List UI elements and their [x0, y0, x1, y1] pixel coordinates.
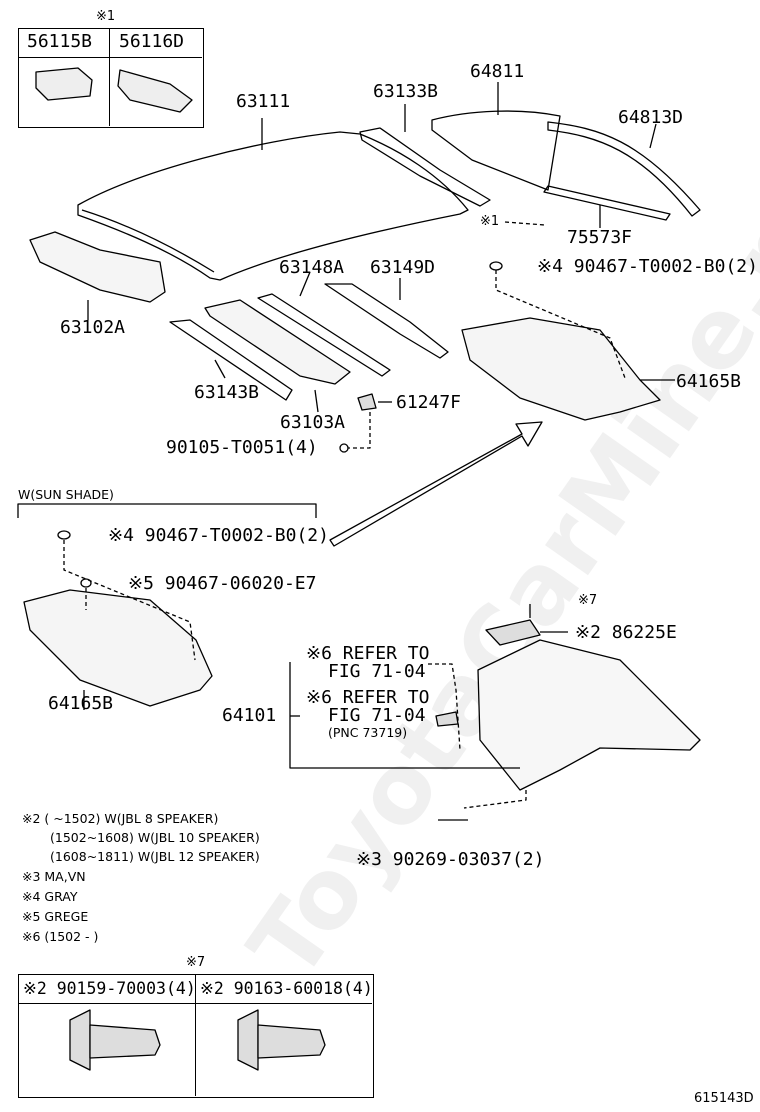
part-56116d-label: 56116D [119, 31, 185, 52]
bow-63103a-shape [204, 299, 351, 385]
bolt-90163-label: ※2 90163-60018(4) [200, 979, 373, 998]
shelf-trim-sunshade-shape [23, 589, 213, 707]
refer-2-line-2: FIG 71-04 [328, 705, 426, 726]
leader-note1 [504, 221, 546, 226]
front-header-shape [29, 231, 166, 303]
speaker-cover-shape [485, 619, 541, 646]
moulding-75573f-shape [543, 185, 671, 221]
back-glass-shape [431, 110, 561, 191]
refer-1-dashed [428, 663, 461, 751]
sunshade-clip-1-label: ※4 90467-T0002-B0(2) [108, 525, 329, 546]
package-tray-shape [477, 639, 701, 791]
roof-edge-line [81, 209, 215, 273]
note-line-5: ※4 GRAY [22, 889, 78, 904]
bracket-64101 [289, 662, 520, 769]
clip-sunshade-1-dashed [63, 540, 196, 661]
note-line-1: ※2 ( ~1502) W(JBL 8 SPEAKER) [22, 811, 219, 826]
grommet-90269-label: ※3 90269-03037(2) [356, 849, 545, 870]
bolt-90159-head [69, 1009, 91, 1071]
note-line-3: (1608~1811) W(JBL 12 SPEAKER) [50, 849, 260, 864]
bolt-90159-label: ※2 90159-70003(4) [23, 979, 196, 998]
diagram-code: 615143D [694, 1091, 754, 1106]
leader-90105 [348, 412, 371, 449]
bolt-90105-shape [339, 443, 349, 453]
note-line-2: (1502~1608) W(JBL 10 SPEAKER) [50, 830, 260, 845]
top-parts-box: 56115B 56116D [18, 28, 204, 128]
bow-63148a-shape [257, 293, 391, 377]
sunshade-bracket [17, 503, 317, 518]
note-1-marker: ※1 [480, 214, 500, 229]
refer-2-part-shape [435, 711, 459, 727]
clip-top-shape [489, 261, 503, 271]
part-56116d-shape [117, 69, 193, 113]
top-box-note: ※1 [96, 9, 116, 24]
part-64813d-label: 64813D [618, 107, 684, 128]
part-64165b-top-label: 64165B [676, 371, 742, 392]
bow-63149d-shape [324, 283, 449, 359]
roof-panel-shape [77, 131, 469, 281]
part-63102a-label: 63102A [60, 317, 126, 338]
sunshade-part-label: 64165B [48, 693, 114, 714]
part-63111-label: 63111 [236, 91, 291, 112]
refer-2-line-3: (PNC 73719) [328, 725, 408, 740]
moulding-64813d-shape [547, 121, 701, 217]
part-63143b-label: 63143B [194, 382, 260, 403]
bow-63143b-shape [169, 319, 293, 401]
clip-sunshade-1-shape [57, 530, 71, 540]
note-line-7: ※6 (1502 - ) [22, 929, 99, 944]
bolt-parts-box: ※2 90159-70003(4) ※2 90163-60018(4) [18, 974, 374, 1098]
top-box-header-rule [19, 57, 202, 58]
part-63148a-label: 63148A [279, 257, 345, 278]
leader-63143b [214, 359, 226, 379]
shelf-trim-top-shape [461, 317, 661, 421]
part-56115b-label: 56115B [27, 31, 93, 52]
part-56115b-shape [35, 67, 93, 101]
pointer-arrow [329, 421, 543, 547]
bolt-90163-head [237, 1009, 259, 1071]
bolt-90105-label: 90105-T0051(4) [166, 437, 318, 458]
part-63103a-label: 63103A [280, 412, 346, 433]
sunshade-title: W(SUN SHADE) [18, 487, 114, 502]
top-box-divider [109, 29, 110, 126]
grommet-dashed [463, 790, 527, 809]
part-64101-label: 64101 [222, 705, 277, 726]
bracket-61247f-shape [357, 393, 377, 411]
leader-63103a [314, 389, 319, 413]
part-64811-label: 64811 [470, 61, 525, 82]
part-63133b-label: 63133B [373, 81, 439, 102]
sunshade-clip-2-label: ※5 90467-06020-E7 [128, 573, 317, 594]
part-75573f-label: 75573F [567, 227, 633, 248]
refer-2-line-1: ※6 REFER TO [306, 687, 430, 708]
part-61247f-label: 61247F [396, 392, 462, 413]
leader-63148a [299, 271, 311, 297]
part-63149d-label: 63149D [370, 257, 436, 278]
bolt-90159-shank [89, 1024, 161, 1059]
bolt-90163-shank [257, 1024, 326, 1059]
refer-1-line-2: FIG 71-04 [328, 661, 426, 682]
refer-1-line-1: ※6 REFER TO [306, 643, 430, 664]
note-line-4: ※3 MA,VN [22, 869, 86, 884]
strip-63133b-shape [359, 127, 491, 207]
bolt-box-note: ※7 [186, 955, 206, 970]
note-7-marker: ※7 [578, 593, 598, 608]
bolt-box-divider [195, 975, 196, 1096]
part-86225e-label: ※2 86225E [575, 622, 677, 643]
note-line-6: ※5 GREGE [22, 909, 89, 924]
clip-top-label: ※4 90467-T0002-B0(2) [537, 256, 758, 277]
clip-top-dashed [495, 270, 626, 379]
clip-sunshade-2-shape [80, 578, 92, 588]
leader-64813d [649, 123, 657, 149]
